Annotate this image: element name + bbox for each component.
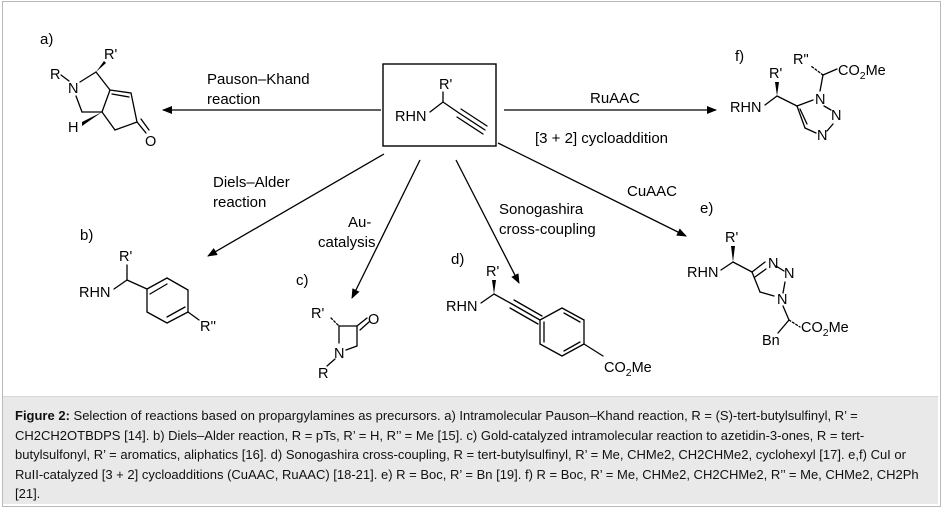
cycloaddition-label: [3 + 2] cycloaddition bbox=[535, 130, 668, 147]
caption-label: Figure 2: bbox=[15, 408, 70, 423]
central-box bbox=[382, 63, 497, 147]
f-atom-rhn: RHN bbox=[730, 100, 761, 116]
a-atom-o: O bbox=[145, 134, 156, 150]
f-atom-n1: N bbox=[815, 92, 825, 108]
product-e-structure: RHN R' N N N CO2Me Bn bbox=[687, 230, 849, 349]
c-atom-r: R bbox=[318, 366, 328, 382]
e-atom-n2: N bbox=[784, 266, 794, 282]
product-c-structure: R' O N R bbox=[311, 306, 379, 382]
c-atom-o: O bbox=[368, 312, 379, 328]
arrow-to-e bbox=[497, 142, 687, 237]
central-rhn: RHN bbox=[395, 109, 426, 125]
product-a-structure: R N R' H O bbox=[50, 47, 156, 150]
e-atom-rhn: RHN bbox=[687, 265, 718, 281]
c-atom-r-prime: R' bbox=[311, 306, 324, 322]
panel-b-label: b) bbox=[80, 227, 93, 244]
figure-caption: Figure 2: Selection of reactions based o… bbox=[3, 396, 938, 504]
e-atom-co2me: CO2Me bbox=[801, 320, 849, 339]
arrow-to-c bbox=[351, 159, 421, 299]
panel-f-label: f) bbox=[735, 48, 744, 65]
arrow-to-b bbox=[207, 153, 385, 257]
b-atom-r-dprime: R'' bbox=[200, 319, 216, 335]
product-f-structure: RHN R' R" CO2Me N N N bbox=[730, 52, 886, 144]
central-r-prime: R' bbox=[439, 77, 452, 93]
ruaac-label: RuAAC bbox=[590, 90, 640, 107]
product-d-structure: RHN R' CO2Me bbox=[446, 264, 652, 379]
f-atom-co2me: CO2Me bbox=[838, 63, 886, 82]
a-atom-h: H bbox=[68, 120, 78, 136]
c-atom-n: N bbox=[334, 346, 344, 362]
pauson-khand-label-1: Pauson–Khand bbox=[207, 71, 310, 88]
e-atom-n3: N bbox=[777, 292, 787, 308]
arrow-to-d bbox=[455, 159, 520, 284]
diels-alder-label-1: Diels–Alder bbox=[213, 174, 290, 191]
central-propargylamine: RHN R' bbox=[382, 63, 497, 147]
f-atom-r-dprime: R" bbox=[793, 52, 809, 68]
a-atom-n: N bbox=[68, 81, 78, 97]
f-atom-r-prime: R' bbox=[769, 66, 782, 82]
cuaac-label: CuAAC bbox=[627, 183, 677, 200]
panel-a-label: a) bbox=[40, 31, 53, 48]
d-atom-r-prime: R' bbox=[486, 264, 499, 280]
f-atom-n2: N bbox=[831, 108, 841, 124]
e-atom-bn: Bn bbox=[762, 333, 780, 349]
b-atom-r-prime: R' bbox=[119, 249, 132, 265]
b-atom-rhn: RHN bbox=[79, 285, 110, 301]
e-atom-n1: N bbox=[768, 256, 778, 272]
a-atom-r-prime: R' bbox=[104, 47, 117, 63]
au-catalysis-label-1: Au- bbox=[348, 214, 371, 231]
sonogashira-label-2: cross-coupling bbox=[499, 221, 596, 238]
a-atom-r: R bbox=[50, 67, 60, 83]
e-atom-r-prime: R' bbox=[725, 230, 738, 246]
caption-text: Selection of reactions based on propargy… bbox=[15, 408, 919, 501]
diels-alder-label-2: reaction bbox=[213, 194, 266, 211]
d-atom-co2me: CO2Me bbox=[604, 360, 652, 379]
panel-e-label: e) bbox=[700, 200, 713, 217]
d-atom-rhn: RHN bbox=[446, 299, 477, 315]
product-b-structure: RHN R' R'' bbox=[79, 249, 216, 335]
reaction-scheme: RHN R' Pauson–Khand reaction RuAAC [3 + … bbox=[40, 31, 886, 382]
pauson-khand-label-2: reaction bbox=[207, 91, 260, 108]
f-atom-n3: N bbox=[817, 128, 827, 144]
panel-c-label: c) bbox=[296, 272, 309, 289]
panel-d-label: d) bbox=[451, 251, 464, 268]
sonogashira-label-1: Sonogashira bbox=[499, 201, 584, 218]
au-catalysis-label-2: catalysis bbox=[318, 234, 376, 251]
